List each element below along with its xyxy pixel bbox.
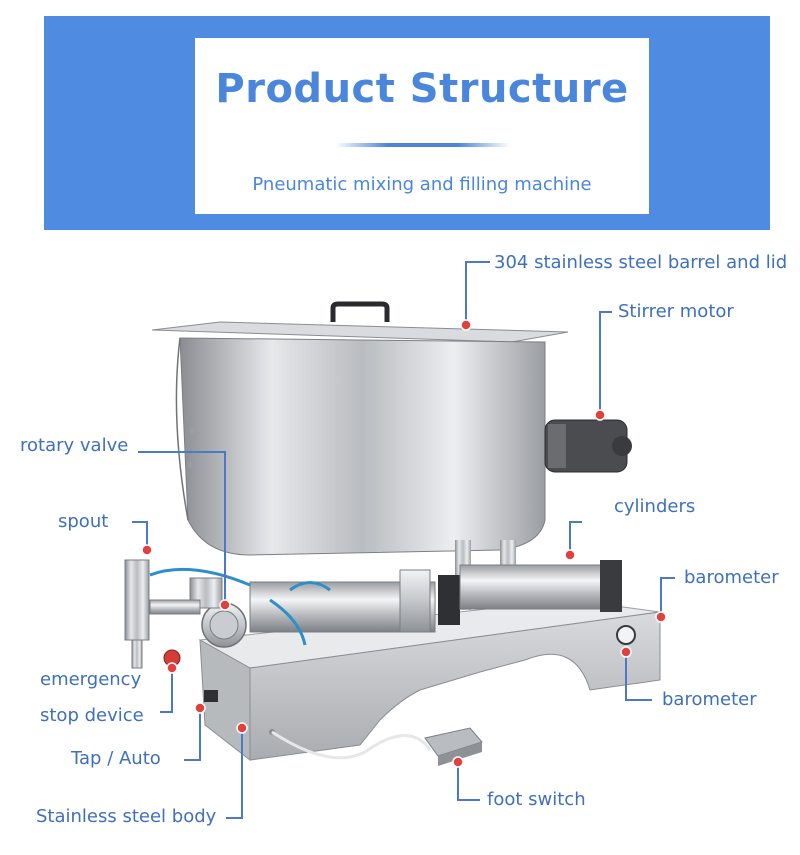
air-hose [149, 567, 251, 587]
label-rotary-valve: rotary valve [20, 435, 129, 456]
marker-spout [141, 544, 153, 556]
banner-card: Product Structure Pneumatic mixing and f… [195, 38, 649, 214]
leader-barometer-bottom [625, 652, 652, 701]
marker-cylinders [564, 549, 576, 561]
filling-cylinder [249, 560, 622, 633]
label-spout: spout [58, 511, 109, 532]
leader-body [226, 728, 243, 819]
marker-barometer-bottom [620, 646, 632, 658]
leader-stirrer-motor [599, 311, 612, 415]
header-banner: Product Structure Pneumatic mixing and f… [44, 16, 770, 230]
marker-emergency-stop [166, 662, 178, 674]
label-barometer-bottom: barometer [662, 689, 757, 710]
leader-spout [132, 521, 148, 548]
marker-foot-switch [452, 756, 464, 768]
marker-body [236, 722, 248, 734]
leader-cylinders [569, 521, 582, 553]
leader-barometer-top [660, 577, 675, 615]
label-cylinders: cylinders [614, 496, 696, 517]
cylinder-mount [438, 575, 460, 625]
label-barrel: 304 stainless steel barrel and lid [494, 252, 788, 273]
marker-tap-auto [194, 702, 206, 714]
lid-handle [330, 301, 390, 322]
label-stirrer-motor: Stirrer motor [618, 301, 734, 322]
cylinder-endcap [600, 560, 622, 612]
air-hose [269, 598, 307, 646]
label-foot-switch: foot switch [487, 789, 586, 810]
marker-barometer-top [655, 611, 667, 623]
barrel-bolt [188, 462, 192, 468]
barrel [151, 321, 569, 556]
page-title: Product Structure [215, 66, 629, 112]
label-barometer-top: barometer [684, 567, 779, 588]
label-body: Stainless steel body [36, 806, 217, 827]
air-hose [289, 581, 331, 592]
marker-stirrer-motor [594, 409, 606, 421]
stirrer-motor [544, 419, 632, 473]
label-emergency-line1: emergency [40, 669, 142, 690]
leader-rotary-valve [138, 451, 226, 605]
barrel-bolt [190, 428, 194, 434]
label-tap-auto: Tap / Auto [71, 748, 161, 769]
leader-tap-auto [184, 708, 201, 761]
page-subtitle: Pneumatic mixing and filling machine [252, 174, 592, 195]
barometer-gauge [616, 625, 636, 645]
foot-switch [424, 727, 483, 766]
leader-foot-switch [457, 762, 480, 801]
leader-emergency-stop [160, 668, 173, 713]
label-emergency-line2: stop device [40, 705, 144, 726]
leader-barrel [465, 261, 490, 325]
marker-rotary-valve [219, 599, 231, 611]
title-divider [335, 143, 510, 147]
tap-auto-switch [204, 690, 218, 702]
marker-barrel [460, 319, 472, 331]
foot-switch-cable [271, 730, 432, 760]
spout-assembly [124, 559, 201, 669]
